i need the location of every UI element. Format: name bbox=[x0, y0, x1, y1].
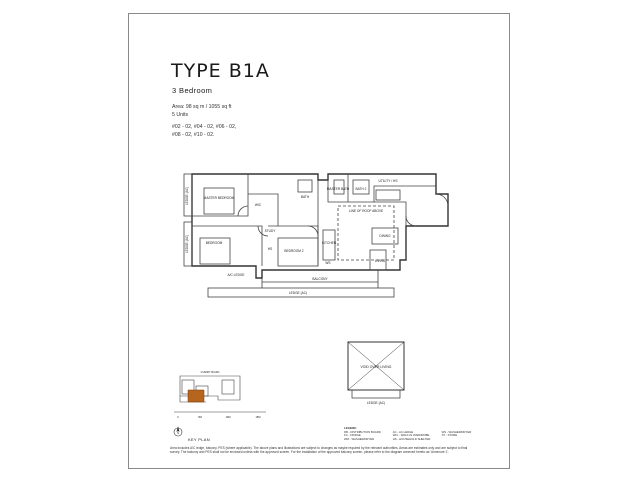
bath-small-label: BATH bbox=[301, 195, 310, 199]
master-bath-label: MASTER BATH bbox=[327, 187, 350, 191]
scale-15m: 15M bbox=[255, 415, 260, 419]
scale-10m: 10M bbox=[225, 415, 230, 419]
living-label: LIVING bbox=[375, 259, 386, 263]
master-bedroom-label: MASTER BEDROOM bbox=[204, 196, 235, 200]
key-plan-label: KEY PLAN bbox=[188, 437, 210, 442]
legend-item: DB - DISTRIBUTION BOARD bbox=[344, 429, 381, 434]
highlighted-unit bbox=[187, 389, 205, 403]
ledge-bottom-label: LEDGE (AC) bbox=[289, 291, 307, 295]
key-plan-road: CURRY ROAD bbox=[201, 370, 220, 374]
bath-2-label: BATH 2 bbox=[356, 187, 367, 191]
legend-item: WIC - WALK-IN WARDROBE bbox=[392, 433, 430, 438]
legend-item: FC - FRIDGE bbox=[344, 433, 361, 438]
key-plan-drawing: CURRY ROAD 0 5M 10M 15M N bbox=[173, 370, 266, 437]
wic-label: WIC bbox=[255, 203, 262, 207]
bedroom-2-label: BEDROOM 2 bbox=[284, 249, 303, 253]
legend-heading: LEGEND: bbox=[344, 426, 357, 430]
bedroom-count: 3 Bedroom bbox=[172, 86, 213, 95]
ledge-mid-label: LEDGE (AC) bbox=[185, 235, 189, 253]
unit-area: Area: 98 sq m / 1055 sq ft bbox=[172, 104, 232, 110]
legend-item: HS - HOUSEHOLD SHELTER bbox=[392, 436, 431, 441]
scale-5m: 5M bbox=[198, 415, 202, 419]
ac-ledge-label: A/C LEDGE bbox=[227, 273, 244, 277]
void-living-label: VOID OVER LIVING bbox=[361, 365, 392, 369]
ws-label: WS bbox=[325, 261, 330, 265]
floor-plan-drawing: LEDGE (AC) LEDGE (AC) MASTER BEDROOM BED… bbox=[183, 173, 449, 298]
void-plan-drawing: VOID OVER LIVING LEDGE (AC) bbox=[347, 341, 405, 405]
disclaimer-footnote: Area includes A/C ledge, balcony, PES (w… bbox=[170, 446, 468, 455]
unit-count: 5 Units bbox=[172, 111, 189, 118]
scale-0: 0 bbox=[177, 415, 179, 419]
legend-item: WS - WASHER/DRYER bbox=[441, 429, 472, 434]
legend-item: WM - WASHER/DRYER bbox=[344, 436, 375, 441]
bedroom-left-label: BEDROOM bbox=[206, 241, 223, 245]
hs-label: HS bbox=[268, 247, 272, 251]
legend-item: AC - AC LEDGE bbox=[392, 429, 414, 434]
legend: LEGEND: DB - DISTRIBUTION BOARD AC - AC … bbox=[344, 426, 494, 441]
line-of-roof-label: LINE OF ROOF ABOVE bbox=[349, 209, 383, 213]
north-label: N bbox=[177, 431, 179, 435]
study-label: STUDY bbox=[265, 229, 277, 233]
legend-item: ST - STORE bbox=[441, 433, 458, 438]
north-arrow-icon: N bbox=[173, 426, 183, 437]
unit-area-block: Area: 98 sq m / 1055 sq ft 5 Units bbox=[172, 104, 231, 119]
unit-numbers-line-2: #08 - 02, #10 - 02. bbox=[172, 131, 215, 138]
unit-numbers-line-1: #02 - 02, #04 - 02, #06 - 02, bbox=[172, 124, 237, 130]
unit-type-title: TYPE B1A bbox=[171, 60, 270, 82]
dining-label: DINING bbox=[379, 234, 391, 238]
balcony-label: BALCONY bbox=[312, 277, 328, 281]
unit-numbers: #02 - 02, #04 - 02, #06 - 02, #08 - 02, … bbox=[172, 124, 236, 139]
utility-label: UTILITY / HS bbox=[379, 179, 398, 183]
ledge-top-label: LEDGE (AC) bbox=[185, 187, 189, 205]
kitchen-label: KITCHEN bbox=[322, 241, 337, 245]
void-ledge-label: LEDGE (AC) bbox=[367, 401, 385, 405]
